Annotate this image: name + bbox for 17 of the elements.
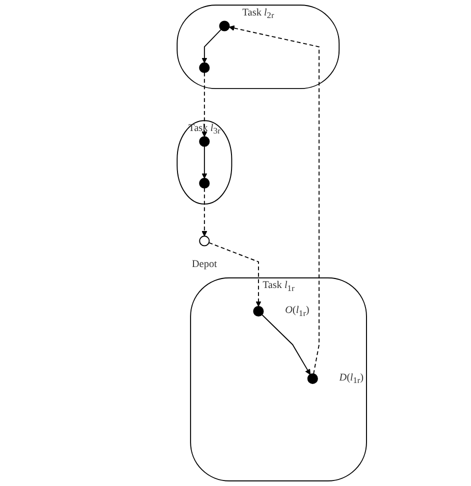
node-circle bbox=[199, 236, 210, 246]
node-label: Depot bbox=[192, 258, 217, 270]
node-circle bbox=[199, 62, 210, 73]
arrow bbox=[228, 25, 320, 374]
node-circle bbox=[253, 306, 264, 317]
arrow bbox=[261, 314, 310, 375]
node-label: O(l$_{1r}$) bbox=[285, 304, 310, 318]
node-circle bbox=[199, 136, 210, 147]
arrow bbox=[202, 188, 208, 236]
arrow bbox=[202, 146, 208, 179]
arrow bbox=[202, 72, 208, 137]
node-circle bbox=[219, 20, 230, 32]
node-circle bbox=[199, 178, 210, 188]
node-circle bbox=[307, 373, 318, 384]
arrow bbox=[202, 28, 222, 64]
node-label: D(l$_{1r}$) bbox=[339, 372, 364, 386]
arrow bbox=[208, 242, 262, 307]
